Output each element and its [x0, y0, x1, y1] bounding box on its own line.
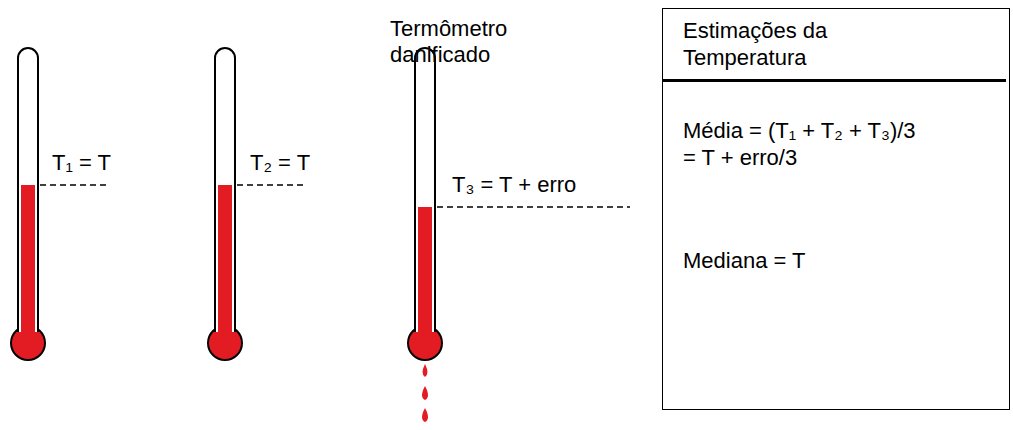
reading-label: T₃ = T + erro [452, 172, 632, 198]
reading-label: T₁ = T [52, 150, 172, 176]
reading-label: T₂ = T [250, 150, 370, 176]
estimate-text: Média = (T₁ + T₂ + T₃)/3 = T + erro/3 [683, 117, 933, 171]
panel-heading: Estimações da Temperatura [663, 9, 1006, 82]
estimate-panel: Estimações da TemperaturaMédia = (T₁ + T… [662, 8, 1010, 410]
thermometer-caption: Termômetro danificado [390, 16, 525, 68]
thermometer [208, 48, 306, 360]
thermometer [11, 48, 106, 360]
estimate-text: Mediana = T [683, 247, 983, 274]
damaged-thermometer [408, 48, 630, 422]
